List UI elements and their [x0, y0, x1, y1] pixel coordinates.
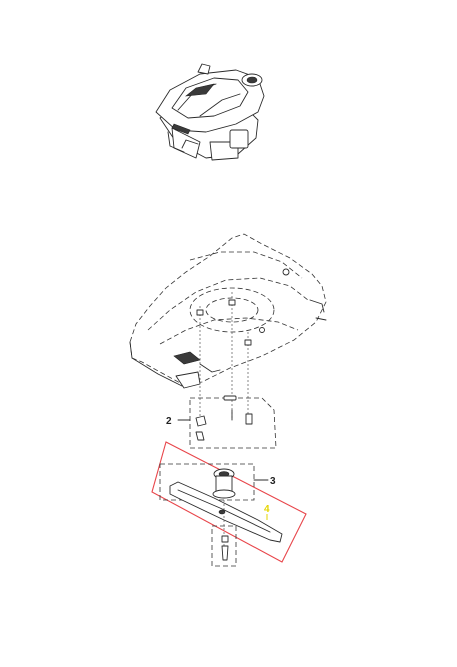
callout-label-2: 2 [166, 416, 172, 427]
mower-deck-illustration [129, 233, 327, 420]
blade-illustration [169, 481, 283, 567]
deck-hardware-group [177, 395, 277, 449]
callout-label-4: 4 [264, 504, 270, 515]
highlight-box [151, 441, 307, 563]
callout-label-3: 3 [270, 476, 276, 487]
engine-illustration [155, 63, 265, 161]
blade-adapter-group [159, 463, 269, 501]
